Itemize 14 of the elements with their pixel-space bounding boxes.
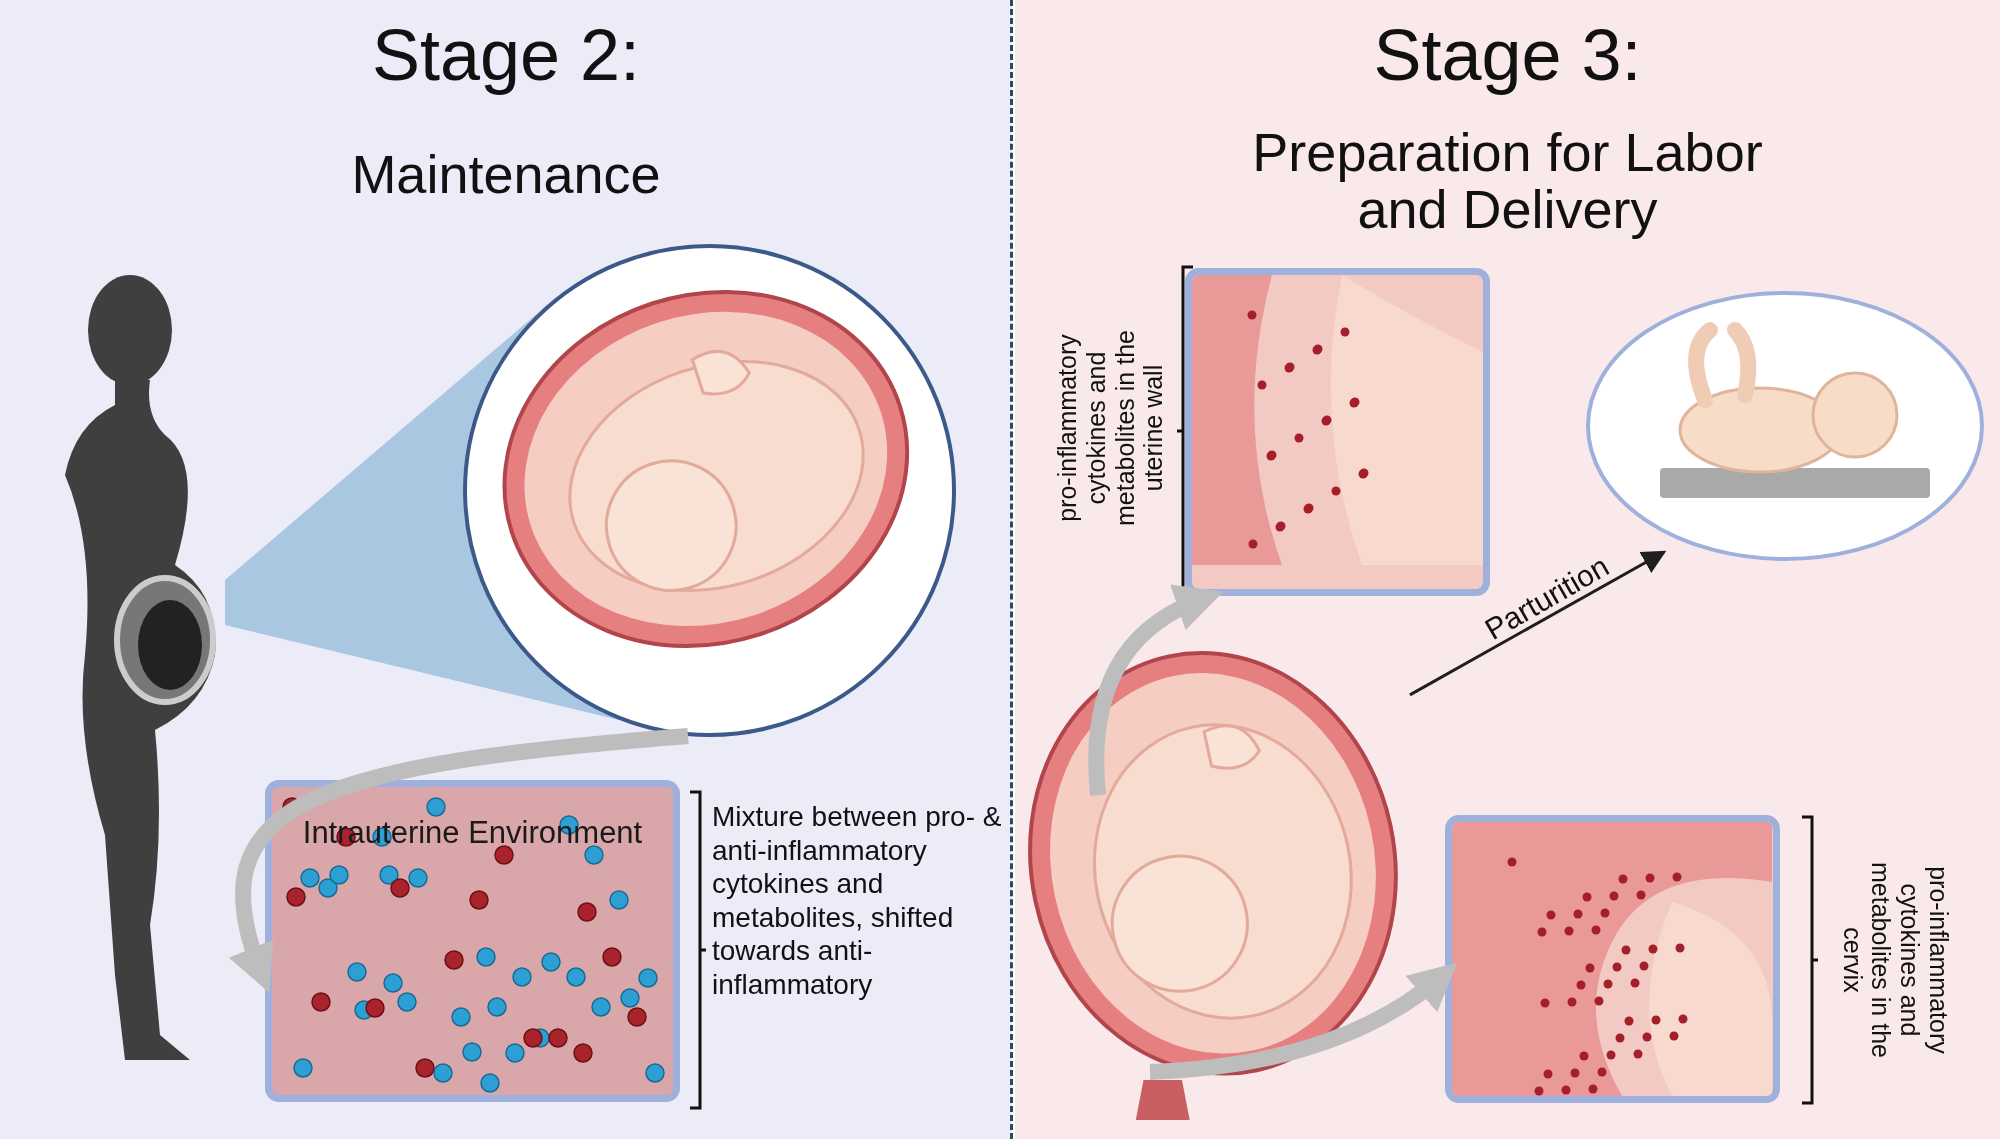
annotation-text: Mixture between pro- & anti-inflammatory cytokines and metabolites, shifted towards anti-inflammatory <box>712 800 1003 1002</box>
stage-heading: Stage 3: <box>1372 18 1643 94</box>
arrow <box>1149 963 1458 1080</box>
annotation-text: pro-inflammatory cytokines and metabolites in the uterine wall <box>1052 329 1168 528</box>
arrow <box>1409 550 1667 697</box>
uterus-closeup-drawing <box>225 243 957 738</box>
stage-subtitle: Preparation for Labor and Delivery <box>1251 124 1764 238</box>
stage-panel <box>1015 0 2000 1139</box>
stage-panel <box>0 0 1012 1139</box>
arrow <box>1088 586 1223 796</box>
stage-subtitle: Maintenance <box>350 146 662 203</box>
stage-heading: Stage 2: <box>370 18 642 94</box>
annotation-text: pro-inflammatory cytokines and metabolites in the cervix <box>1837 861 1953 1060</box>
newborn-drawing <box>1585 290 1985 562</box>
